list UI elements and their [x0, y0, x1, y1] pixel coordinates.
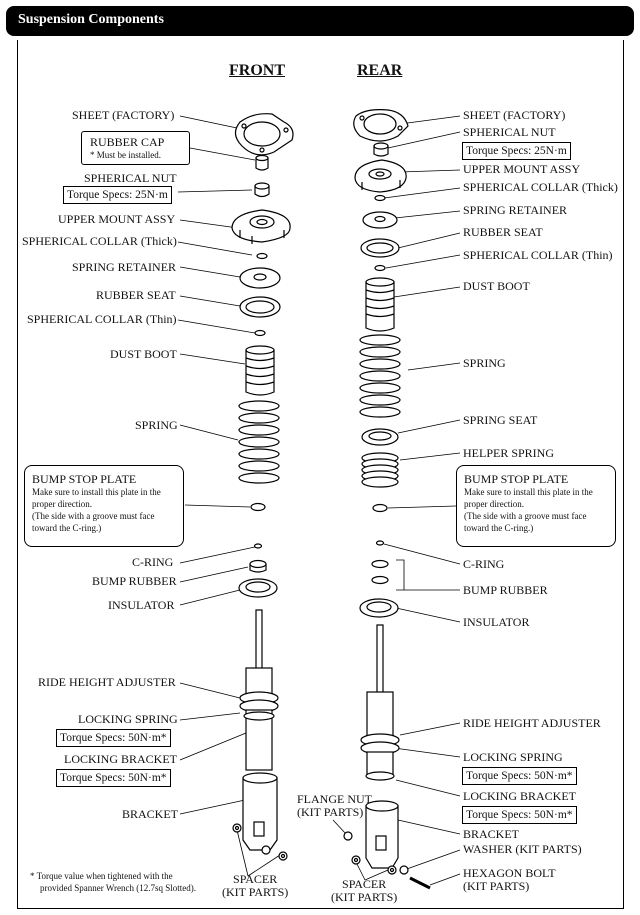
front-bump-plate-note2: (The side with a groove must face toward… [32, 511, 155, 533]
front-bump-plate-note1: Make sure to install this plate in the p… [32, 487, 161, 509]
front-column-title: FRONT [229, 62, 285, 79]
front-bracket-label: BRACKET [122, 807, 179, 821]
rear-bump-plate-note2: (The side with a groove must face toward… [464, 511, 587, 533]
front-rubber-cap-box: RUBBER CAP * Must be installed. [81, 131, 190, 165]
rear-ride-height-label: RIDE HEIGHT ADJUSTER [463, 716, 601, 730]
front-locking-spring-label: LOCKING SPRING [78, 712, 178, 726]
front-dust-boot-label: DUST BOOT [110, 347, 177, 361]
front-rubber-seat-label: RUBBER SEAT [96, 288, 176, 302]
rear-bump-plate-note1: Make sure to install this plate in the p… [464, 487, 593, 509]
front-locking-spring-torque: Torque Specs: 50N·m* [56, 729, 171, 747]
rear-upper-mount-label: UPPER MOUNT ASSY [463, 162, 581, 176]
rear-dust-boot-label: DUST BOOT [463, 279, 530, 293]
front-collar-thin-label: SPHERICAL COLLAR (Thin) [27, 312, 177, 326]
front-rubber-cap-label: RUBBER CAP [90, 135, 165, 149]
front-spring-label: SPRING [135, 418, 178, 432]
front-locking-bracket-label: LOCKING BRACKET [64, 752, 177, 766]
rear-column-title: REAR [357, 62, 403, 79]
front-sheet-label: SHEET (FACTORY) [72, 108, 175, 122]
section-title: Suspension Components [18, 12, 164, 27]
rear-collar-thick-label: SPHERICAL COLLAR (Thick) [463, 180, 618, 194]
front-spacer-label: SPACER (KIT PARTS) [222, 872, 289, 899]
rear-spherical-nut-torque: Torque Specs: 25N·m [462, 142, 571, 160]
rear-bump-rubber-label: BUMP RUBBER [463, 583, 548, 597]
rear-flange-nut-label: FLANGE NUT (KIT PARTS) [297, 792, 372, 819]
rear-locking-spring-torque: Torque Specs: 50N·m* [462, 767, 577, 785]
content-frame [17, 40, 624, 909]
rear-washer-label: WASHER (KIT PARTS) [463, 842, 582, 856]
rear-spring-retainer-label: SPRING RETAINER [463, 203, 568, 217]
rear-helper-spring-label: HELPER SPRING [463, 446, 555, 460]
front-spring-retainer-label: SPRING RETAINER [72, 260, 177, 274]
rear-spacer-label: SPACER (KIT PARTS) [331, 877, 398, 904]
rear-bracket-label: BRACKET [463, 827, 520, 841]
rear-locking-bracket-torque: Torque Specs: 50N·m* [462, 806, 577, 824]
rear-locking-bracket-label: LOCKING BRACKET [463, 789, 576, 803]
front-collar-thick-label: SPHERICAL COLLAR (Thick) [22, 234, 177, 248]
front-bump-rubber-label: BUMP RUBBER [92, 574, 177, 588]
rear-collar-thin-label: SPHERICAL COLLAR (Thin) [463, 248, 613, 262]
rear-bump-plate-title: BUMP STOP PLATE [464, 472, 569, 486]
rear-rubber-seat-label: RUBBER SEAT [463, 225, 543, 239]
rear-sheet-label: SHEET (FACTORY) [463, 108, 566, 122]
torque-footnote-line2: provided Spanner Wrench (12.7sq Slotted)… [40, 883, 196, 893]
front-spherical-nut-torque: Torque Specs: 25N·m [63, 186, 172, 204]
front-ride-height-label: RIDE HEIGHT ADJUSTER [38, 675, 176, 689]
rear-locking-spring-label: LOCKING SPRING [463, 750, 563, 764]
front-bump-plate-box: BUMP STOP PLATE Make sure to install thi… [24, 465, 184, 547]
torque-footnote-line1: * Torque value when tightened with the [30, 871, 173, 881]
front-upper-mount-label: UPPER MOUNT ASSY [58, 212, 176, 226]
front-locking-bracket-torque: Torque Specs: 50N·m* [56, 769, 171, 787]
section-header: Suspension Components [6, 6, 634, 36]
rear-c-ring-label: C-RING [463, 557, 505, 571]
rear-bump-plate-box: BUMP STOP PLATE Make sure to install thi… [456, 465, 616, 547]
front-spherical-nut-label: SPHERICAL NUT [84, 171, 177, 185]
front-c-ring-label: C-RING [132, 555, 174, 569]
front-insulator-label: INSULATOR [108, 598, 175, 612]
front-rubber-cap-note: * Must be installed. [90, 150, 161, 160]
rear-spring-seat-label: SPRING SEAT [463, 413, 538, 427]
rear-spherical-nut-label: SPHERICAL NUT [463, 125, 556, 139]
rear-spring-label: SPRING [463, 356, 506, 370]
front-bump-plate-title: BUMP STOP PLATE [32, 472, 137, 486]
rear-hex-bolt-label: HEXAGON BOLT (KIT PARTS) [463, 866, 556, 893]
rear-insulator-label: INSULATOR [463, 615, 530, 629]
